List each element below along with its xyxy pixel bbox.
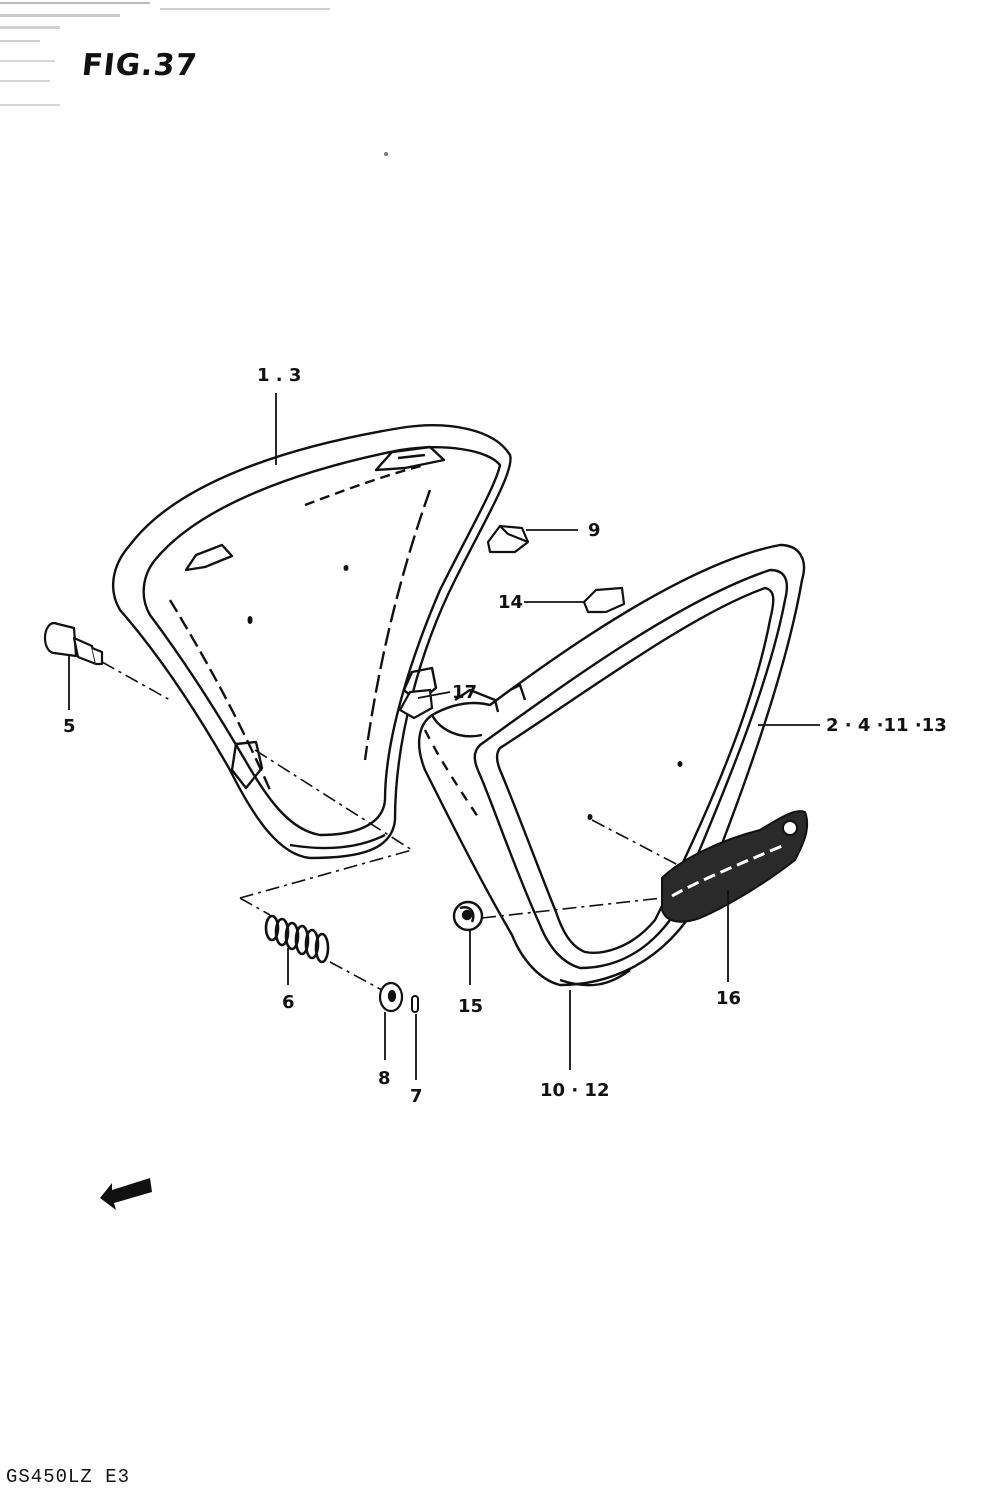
callout-9: 9: [588, 520, 601, 541]
callout-6: 6: [282, 992, 295, 1013]
cushion-part-17: [398, 688, 434, 720]
callout-1-3: 1 . 3: [257, 365, 302, 386]
washer-part-8: [378, 981, 404, 1013]
callout-17: 17: [452, 682, 478, 703]
gs-emblem: [661, 810, 809, 923]
side-cover-right: [417, 543, 806, 987]
direction-arrow-icon: [100, 1178, 152, 1210]
cushion-part-14: [582, 586, 626, 614]
pin-part-7: [411, 995, 419, 1013]
callout-15: 15: [458, 996, 484, 1017]
side-cover-left: [112, 424, 512, 860]
callout-14: 14: [498, 592, 524, 613]
callout-16: 16: [716, 988, 742, 1009]
scan-noise: [0, 2, 388, 156]
assembly-lines: [101, 661, 681, 991]
callout-8: 8: [378, 1068, 391, 1089]
callout-5: 5: [63, 716, 76, 737]
leader-lines: [68, 393, 820, 1080]
spring-part-6: [264, 914, 330, 964]
cushion-part-9: [486, 524, 530, 554]
bolt-part-5: [43, 621, 104, 666]
grommet-part-15: [452, 900, 484, 932]
callout-10-12: 10 · 12: [540, 1080, 610, 1101]
callout-2-4-11-13: 2 · 4 ·11 ·13: [826, 715, 947, 736]
callout-7: 7: [410, 1086, 423, 1107]
cover-marker-dots: [247, 565, 683, 820]
model-code: GS450LZ E3: [6, 1466, 131, 1488]
